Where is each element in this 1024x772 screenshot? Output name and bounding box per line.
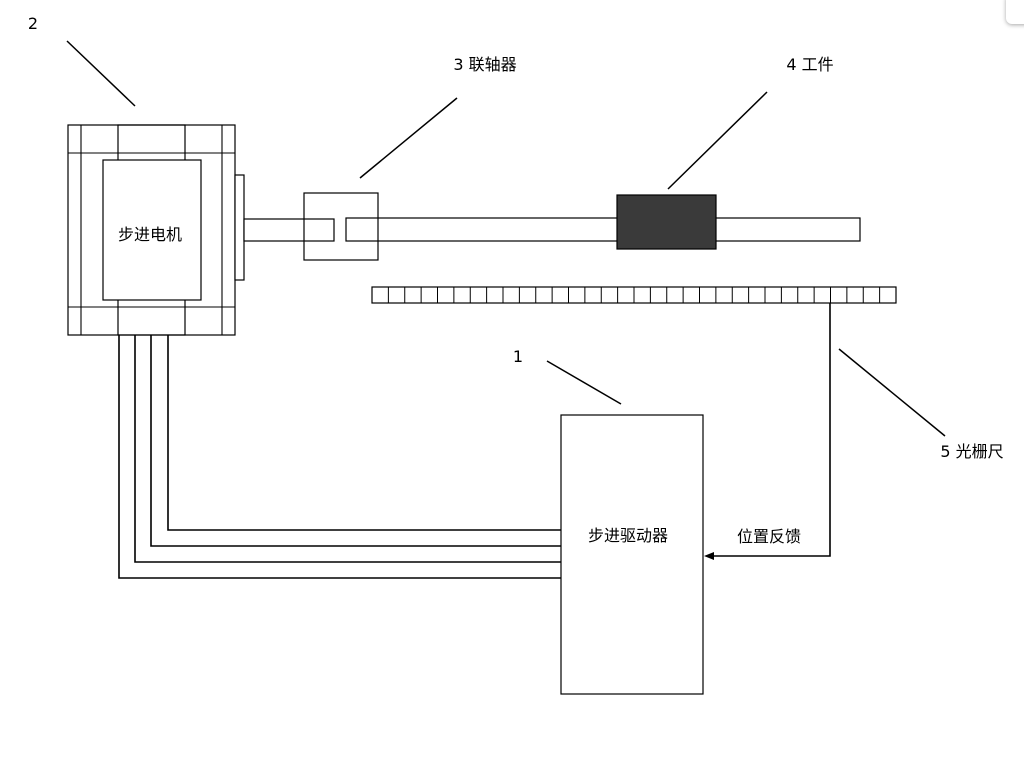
feedback-label: 位置反馈	[737, 527, 801, 546]
leader-driver	[546, 360, 622, 405]
driver-number-label: 1	[513, 347, 523, 366]
feedback-line	[704, 303, 831, 560]
leader-coupling	[359, 97, 458, 179]
motor-driver-wires	[118, 335, 561, 579]
stepper-driver	[560, 414, 704, 695]
leader-workpiece	[667, 91, 768, 190]
motor-number-label: 2	[28, 14, 38, 33]
leader-motor	[66, 40, 136, 107]
grating-label: 5 光栅尺	[940, 442, 1003, 461]
workpiece	[616, 194, 717, 250]
coupling	[303, 192, 379, 261]
motor-label: 步进电机	[118, 225, 182, 244]
page-corner-fold	[1006, 0, 1024, 24]
lead-screw	[345, 217, 861, 242]
grating-scale	[371, 286, 897, 304]
workpiece-label: 4 工件	[786, 55, 833, 74]
stepper-motor: 步进电机	[67, 124, 335, 336]
driver-label: 步进驱动器	[588, 526, 668, 545]
leader-grating	[838, 348, 946, 437]
coupling-label: 3 联轴器	[453, 55, 516, 74]
